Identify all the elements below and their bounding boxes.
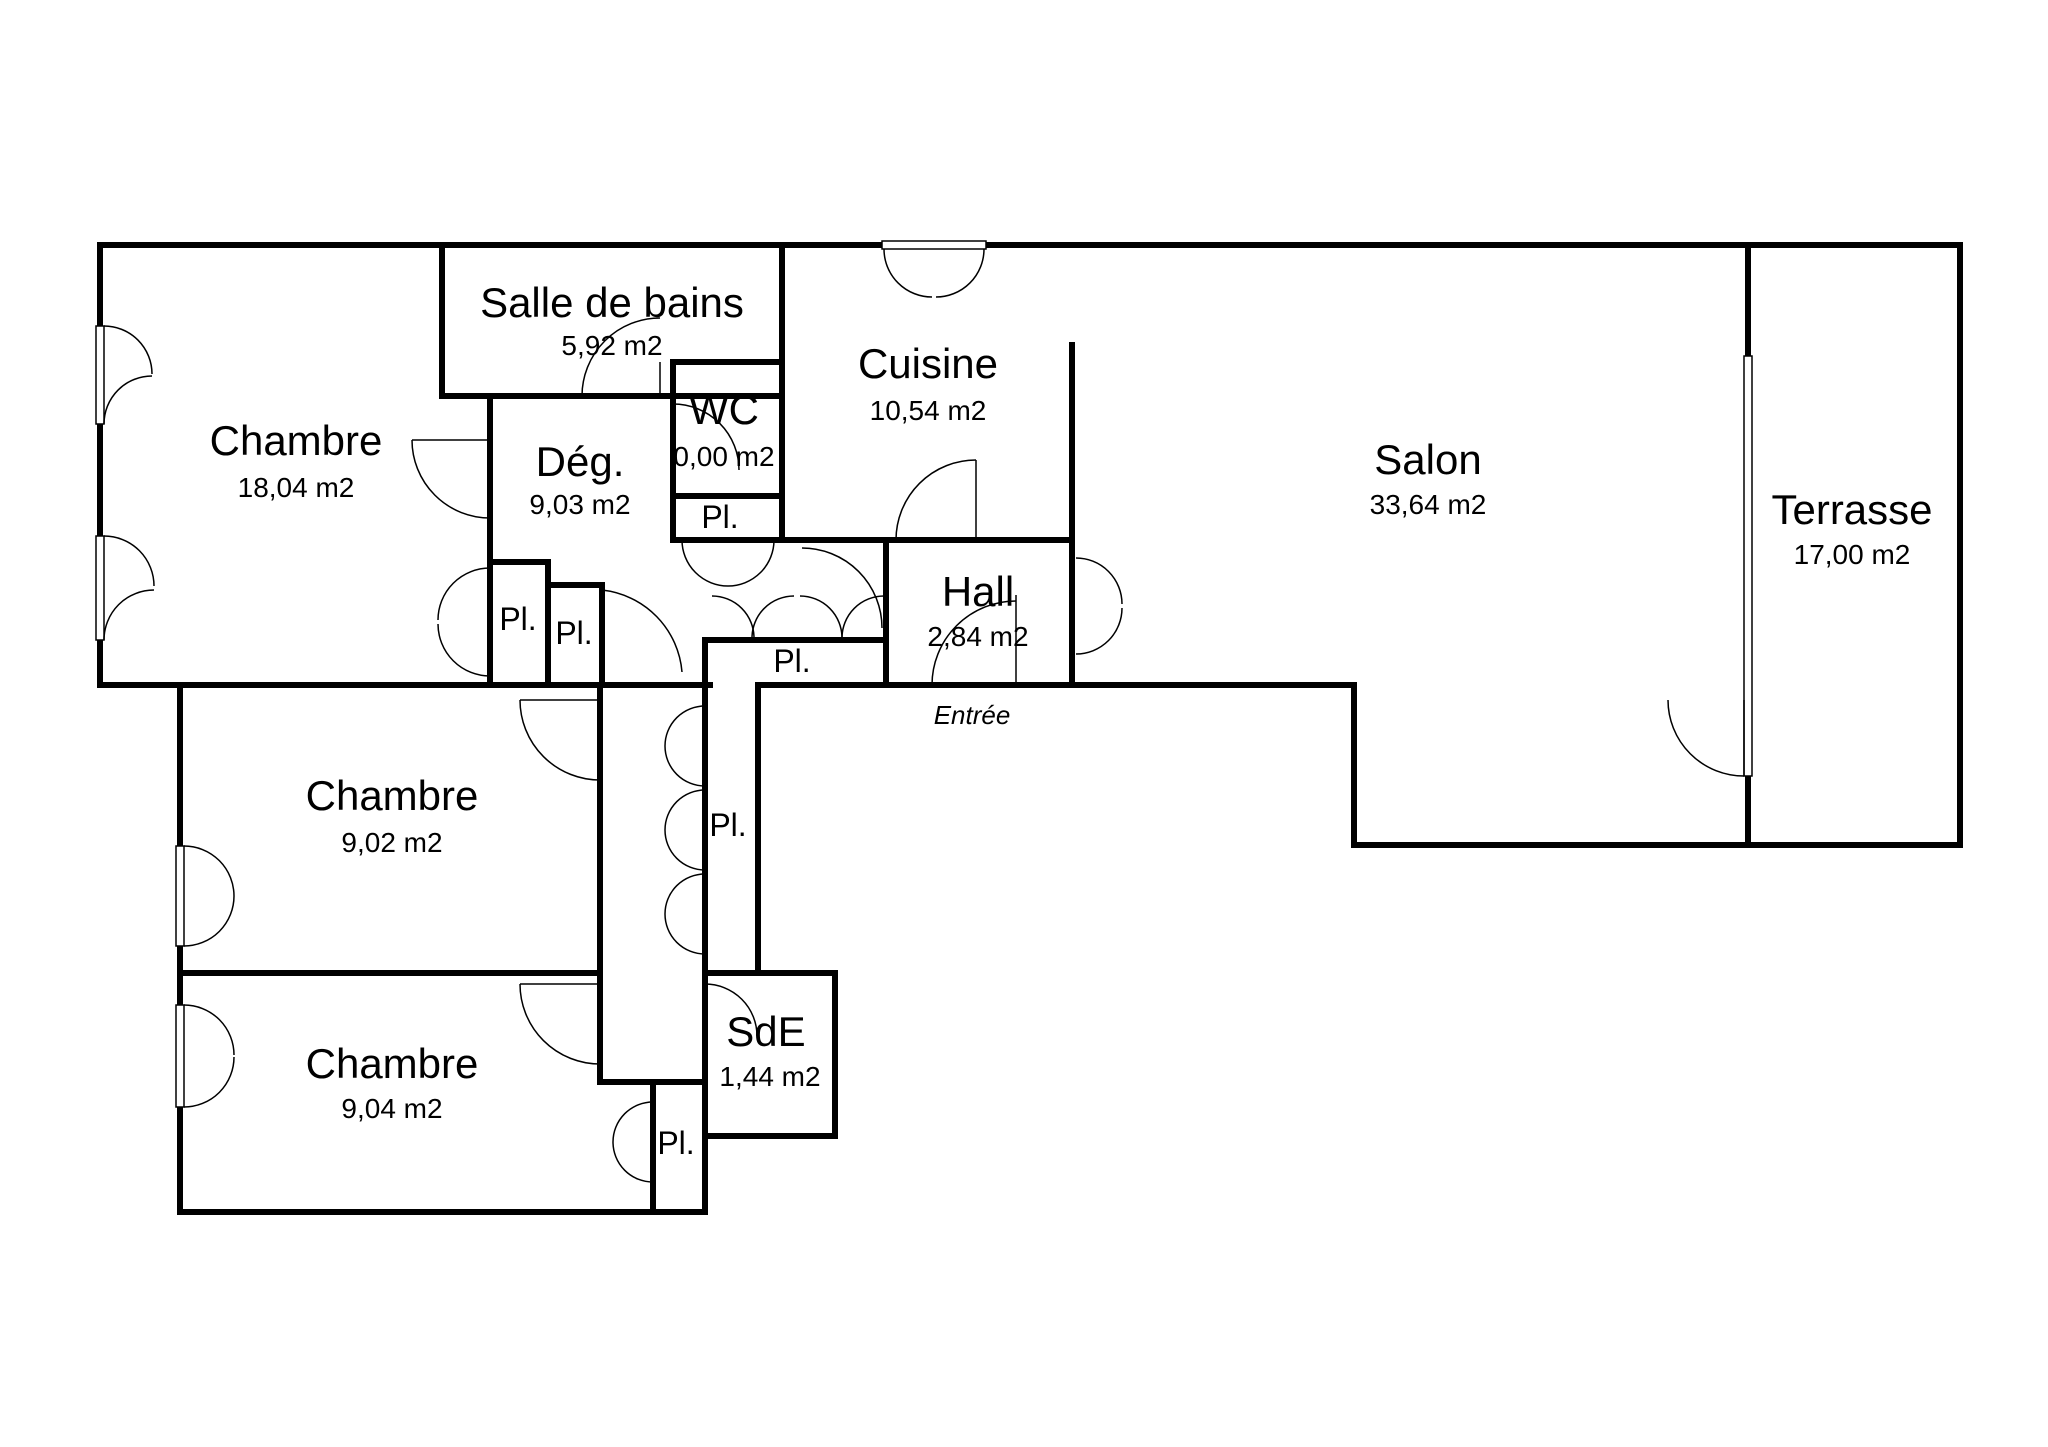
room-area-wc: 0,00 m2	[673, 441, 774, 472]
placard-label: Pl.	[555, 615, 592, 651]
room-name-sde: SdE	[726, 1008, 805, 1055]
room-name-chambre-3: Chambre	[306, 1040, 479, 1087]
room-name-wc: WC	[689, 386, 759, 433]
walls	[97, 242, 1963, 1215]
placard-label: Pl.	[701, 499, 738, 535]
placard-label: Pl.	[709, 807, 746, 843]
room-area-salle-de-bains: 5,92 m2	[561, 330, 662, 361]
room-name-cuisine: Cuisine	[858, 340, 998, 387]
room-labels: Chambre 18,04 m2 Salle de bains 5,92 m2 …	[210, 279, 1933, 1161]
entry-label: Entrée	[934, 700, 1011, 730]
room-name-terrasse: Terrasse	[1771, 486, 1932, 533]
room-name-hall: Hall	[942, 568, 1014, 615]
room-area-sde: 1,44 m2	[719, 1061, 820, 1092]
room-area-chambre-3: 9,04 m2	[341, 1093, 442, 1124]
doors	[103, 248, 1745, 1183]
room-area-hall: 2,84 m2	[927, 621, 1028, 652]
room-name-salle-de-bains: Salle de bains	[480, 279, 744, 326]
room-name-chambre-main: Chambre	[210, 417, 383, 464]
room-area-chambre-2: 9,02 m2	[341, 827, 442, 858]
room-area-degagement: 9,03 m2	[529, 489, 630, 520]
room-name-degagement: Dég.	[536, 438, 625, 485]
placard-label: Pl.	[499, 601, 536, 637]
room-area-chambre-main: 18,04 m2	[238, 472, 355, 503]
room-area-salon: 33,64 m2	[1370, 489, 1487, 520]
windows	[95, 240, 1753, 1108]
placard-label: Pl.	[773, 643, 810, 679]
placard-label: Pl.	[657, 1125, 694, 1161]
room-name-salon: Salon	[1374, 436, 1481, 483]
room-area-cuisine: 10,54 m2	[870, 395, 987, 426]
room-name-chambre-2: Chambre	[306, 772, 479, 819]
room-area-terrasse: 17,00 m2	[1794, 539, 1911, 570]
